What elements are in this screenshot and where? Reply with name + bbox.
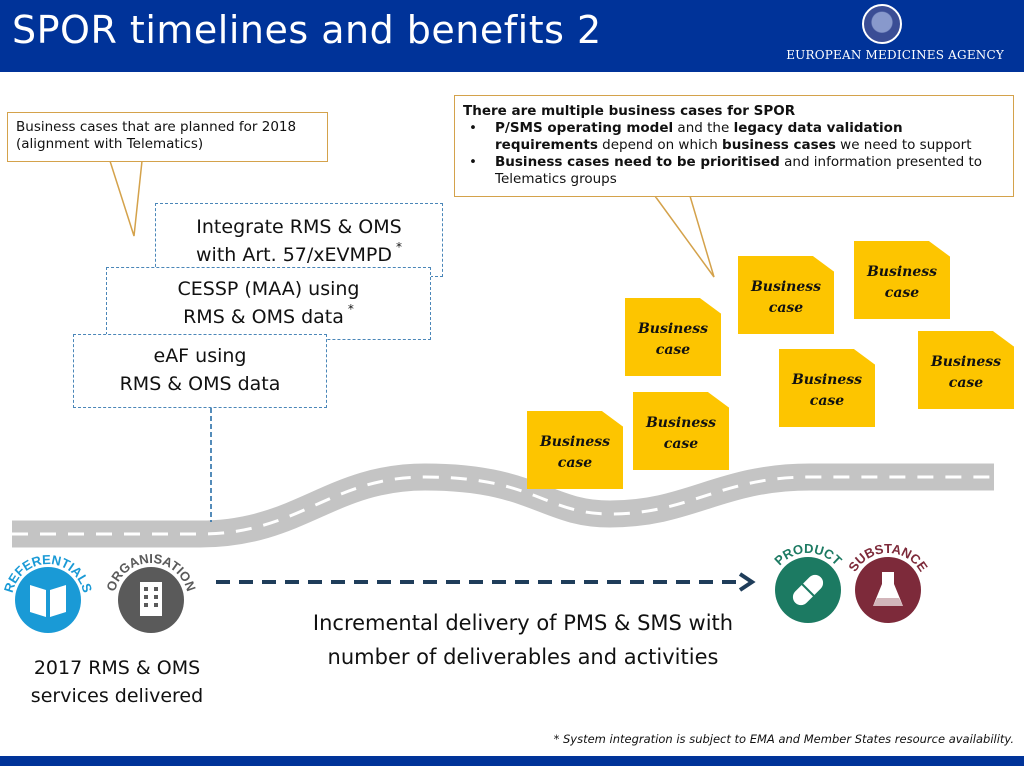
substance-icon [855,557,921,623]
callout-right-bullet-2: Business cases need to be prioritised an… [463,154,1005,188]
road [12,463,994,548]
slide-title: SPOR timelines and benefits 2 [12,8,602,52]
callout-right-title: There are multiple business cases for SP… [463,103,796,119]
callout-right-bullet-1: P/SMS operating model and the legacy dat… [463,120,1005,154]
ema-emblem-icon [862,4,902,44]
agency-name: EUROPEAN MEDICINES AGENCY [786,48,1004,62]
callout-right-bullets: P/SMS operating model and the legacy dat… [463,120,1005,188]
callout-left-line1: Business cases that are planned for 2018 [16,119,297,135]
callout-planned-2018: Business cases that are planned for 2018… [7,112,328,162]
services-delivered-text: 2017 RMS & OMS services delivered [30,657,204,707]
box-integrate-rms-oms: Integrate RMS & OMS with Art. 57/xEVMPD* [155,203,443,277]
box-cessp-maa: CESSP (MAA) using RMS & OMS data* [106,267,431,340]
organisation-icon [118,567,184,633]
delivery-arrowhead-icon [738,572,756,592]
callout-business-cases: There are multiple business cases for SP… [454,95,1014,197]
box-eaf: eAF using RMS & OMS data [73,334,327,408]
ema-logo: EUROPEAN MEDICINES AGENCY [774,4,1004,68]
road-center-line [12,475,994,536]
callout-left-tail [109,160,143,237]
header-bar: SPOR timelines and benefits 2 EUROPEAN M… [0,0,1024,72]
referentials-icon [15,567,81,633]
product-icon [775,557,841,623]
delivery-description: Incremental delivery of PMS & SMS with n… [312,611,734,669]
callout-left-line2: (alignment with Telematics) [16,136,204,152]
footer-bar [0,756,1024,766]
footnote: * System integration is subject to EMA a… [553,732,1014,746]
callout-right-tail [654,195,715,278]
